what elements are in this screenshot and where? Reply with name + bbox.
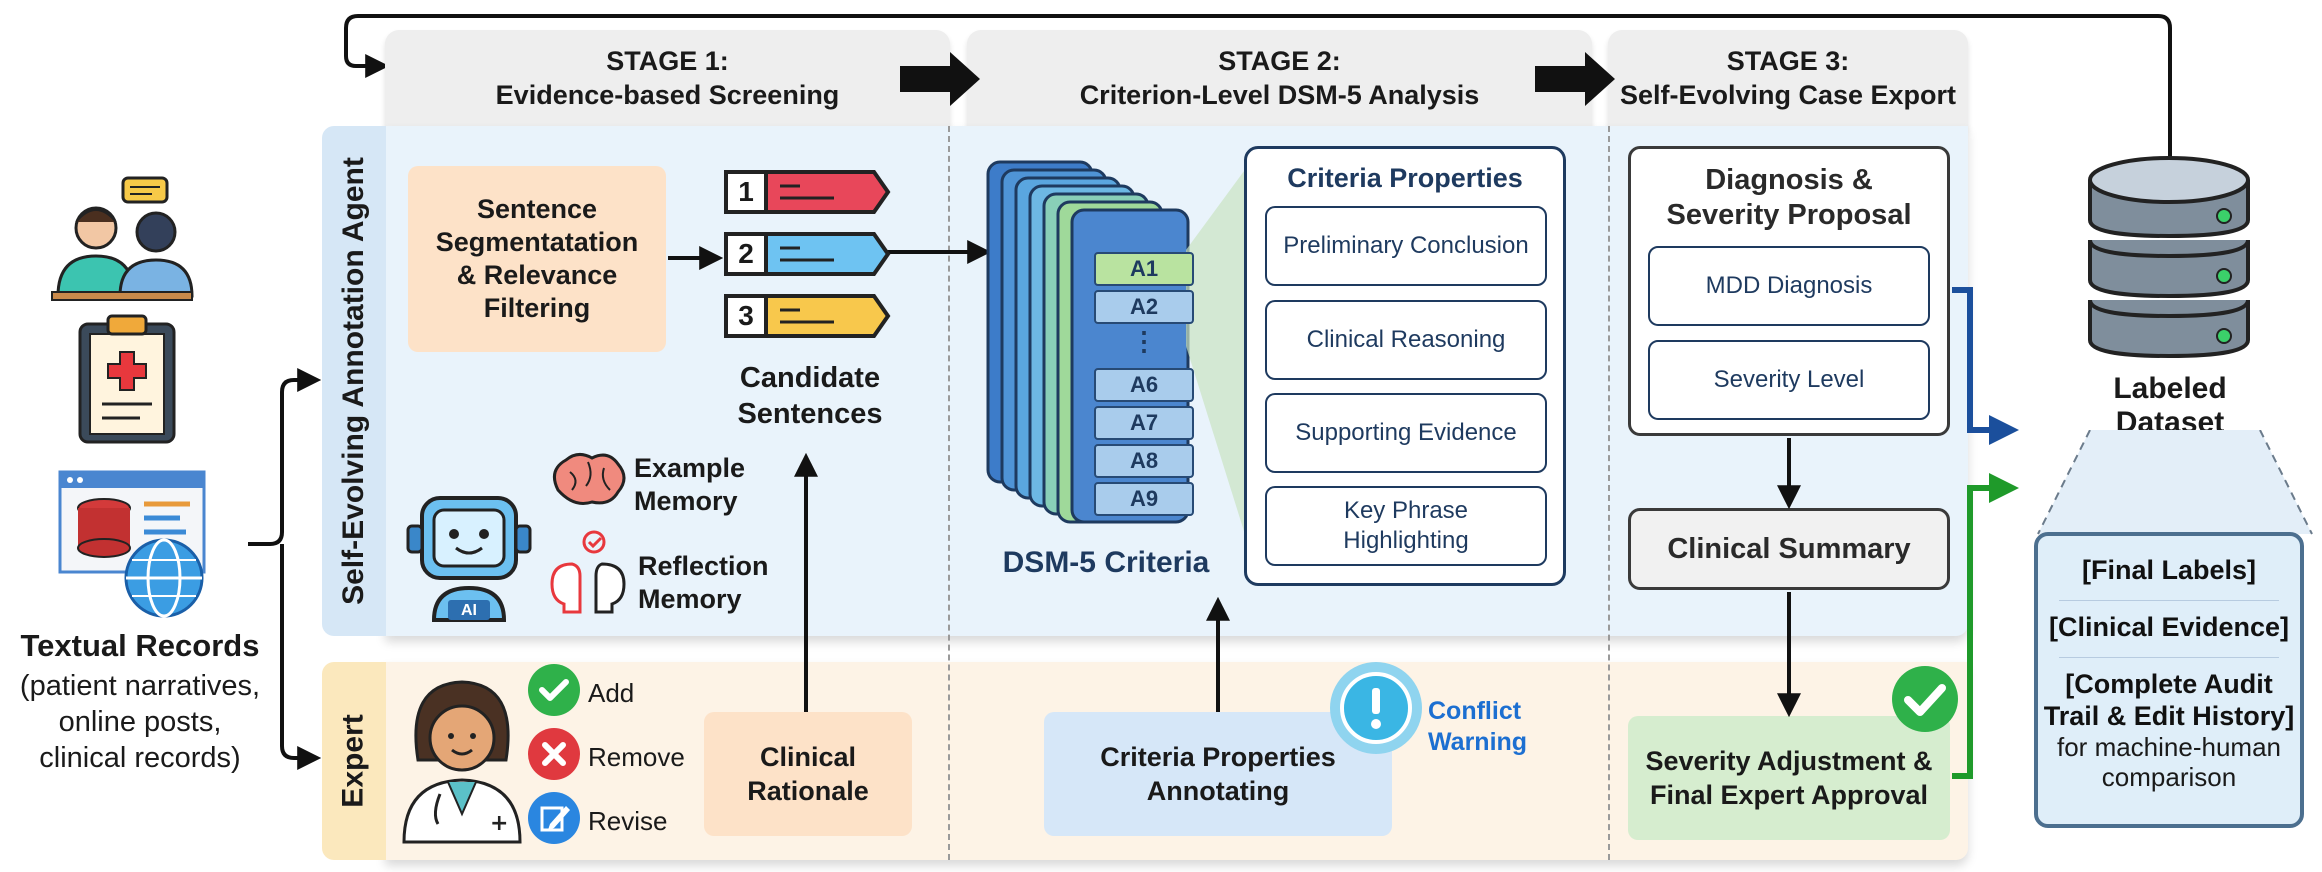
mdd-diagnosis-box: MDD Diagnosis [1648, 246, 1930, 326]
robot-ai-tag: AI [461, 602, 477, 619]
doctor-patient-icon [51, 176, 194, 301]
candidate-number-3: 3 [738, 300, 754, 331]
input-title: Textual Records [20, 628, 260, 663]
stage2-title: Criterion-Level DSM-5 Analysis [1079, 80, 1480, 110]
conflict-warning-label: Conflict Warning [1428, 697, 1528, 756]
revise-edit-icon [528, 792, 580, 844]
candidate-number-1: 1 [738, 176, 754, 207]
criterion-a1: A1 [1094, 252, 1194, 286]
dataset-note-2: comparison [2101, 762, 2237, 792]
stage3-header: STAGE 3: Self-Evolving Case Export [1608, 30, 1968, 130]
stage2-number: STAGE 2: [1218, 46, 1341, 76]
brain-icon [552, 453, 626, 505]
dataset-item-audit-trail-1: [Complete Audit [2065, 669, 2273, 699]
criterion-a6: A6 [1094, 368, 1194, 402]
criteria-projection [1186, 152, 1258, 576]
dataset-projection [2037, 430, 2313, 535]
criterion-a9: A9 [1094, 482, 1194, 516]
stage-divider [1608, 126, 1610, 860]
stage3-title: Self-Evolving Case Export [1619, 80, 1957, 110]
conflict-warning-icon [1330, 662, 1422, 754]
database-icon [2088, 156, 2250, 359]
clinical-summary-box: Clinical Summary [1628, 508, 1950, 590]
dsm5-criteria-label: DSM-5 Criteria [1002, 546, 1210, 579]
dataset-note-1: for machine-human [2057, 732, 2281, 762]
add-check-icon [528, 664, 580, 716]
criterion-ellipsis: ⋮ [1131, 326, 1157, 356]
property-clinical-reasoning: Clinical Reasoning [1265, 300, 1547, 380]
criteria-annotating-box: Criteria Properties Annotating [1044, 712, 1392, 836]
robot-icon [406, 496, 532, 622]
stage-arrow-icon [1535, 52, 1615, 106]
final-approval-box: Severity Adjustment & Final Expert Appro… [1628, 716, 1950, 840]
clinical-rationale-box: Clinical Rationale [704, 712, 912, 836]
segmentation-box: Sentence Segmentatation & Relevance Filt… [408, 166, 666, 352]
criterion-a2: A2 [1094, 290, 1194, 324]
clipboard-icon [78, 314, 176, 444]
stage1-header: STAGE 1: Evidence-based Screening [385, 30, 950, 130]
criterion-a8: A8 [1094, 444, 1194, 478]
candidate-sentences-label: Candidate Sentences [737, 362, 883, 430]
action-revise: Revise [588, 806, 668, 836]
severity-level-box: Severity Level [1648, 340, 1930, 420]
input-desc: (patient narratives, online posts, clini… [19, 670, 261, 774]
dataset-item-final-labels: [Final Labels] [2081, 555, 2257, 585]
remove-x-icon [528, 728, 580, 780]
stage-arrow-icon [900, 52, 980, 106]
approval-check-icon [1892, 666, 1958, 732]
agent-side-label: Self-Evolving Annotation Agent [322, 126, 386, 636]
dataset-item-clinical-evidence: [Clinical Evidence] [2048, 612, 2290, 642]
candidate-tags [724, 170, 891, 338]
stage1-title: Evidence-based Screening [495, 80, 840, 110]
dataset-contents-card: [Final Labels] [Clinical Evidence] [Comp… [2034, 532, 2304, 828]
stage2-header: STAGE 2: Criterion-Level DSM-5 Analysis [967, 30, 1592, 130]
stage-divider [948, 126, 950, 860]
action-remove: Remove [588, 742, 685, 772]
stage3-number: STAGE 3: [1726, 46, 1850, 76]
property-key-phrase-highlighting: Key Phrase Highlighting [1265, 486, 1547, 566]
property-supporting-evidence: Supporting Evidence [1265, 393, 1547, 473]
database-web-icon [58, 470, 206, 618]
dataset-item-audit-trail-2: Trail & Edit History] [2043, 701, 2295, 731]
property-preliminary-conclusion: Preliminary Conclusion [1265, 206, 1547, 286]
reflection-icon [550, 530, 626, 614]
reflection-memory-label: Reflection Memory [638, 551, 769, 614]
expert-side-label: Expert [322, 662, 386, 860]
action-add: Add [588, 678, 635, 708]
candidate-number-2: 2 [738, 238, 754, 269]
criteria-properties-title: Criteria Properties [1287, 163, 1523, 193]
example-memory-label: Example Memory [634, 453, 746, 516]
svg-text:+: + [490, 811, 508, 836]
expert-avatar-icon: + [402, 680, 522, 844]
stage1-number: STAGE 1: [606, 46, 729, 76]
criterion-a7: A7 [1094, 406, 1194, 440]
